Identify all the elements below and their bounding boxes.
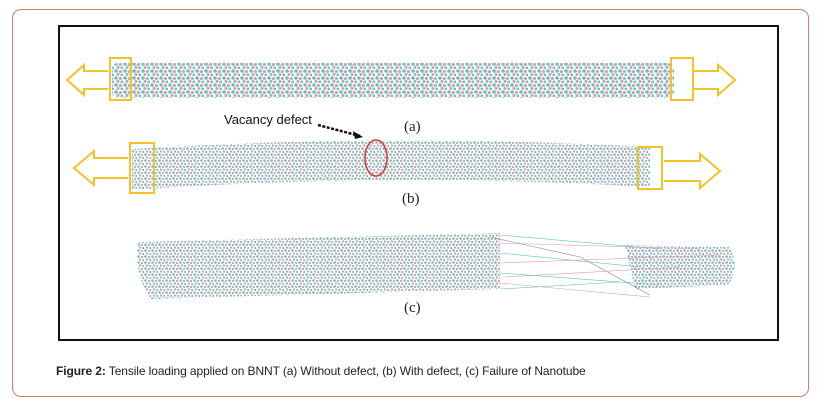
arrow-left-icon: [65, 62, 108, 98]
caption-text: Tensile loading applied on BNNT (a) With…: [105, 364, 586, 378]
clamp-right-a: [670, 57, 694, 101]
vacancy-defect-label: Vacancy defect: [224, 112, 312, 127]
nanotube-a: (a): [65, 57, 737, 135]
arrow-icon: [353, 131, 363, 139]
caption-prefix: Figure 2:: [56, 364, 106, 378]
clamp-left-b: [129, 142, 155, 194]
figure-caption: Figure 2: Tensile loading applied on BNN…: [56, 364, 586, 378]
label-b: (b): [402, 191, 420, 207]
arrow-right-icon: [664, 151, 722, 191]
vacancy-defect-marker: [364, 139, 388, 177]
arrow-right-icon: [694, 62, 737, 98]
nanotube-c: (c): [137, 233, 735, 316]
arrow-left-icon: [72, 148, 128, 188]
figure-image: (a) Vacancy defect (b): [58, 25, 779, 341]
clamp-left-a: [109, 57, 132, 101]
figure-card: [12, 9, 809, 397]
label-c: (c): [404, 300, 421, 316]
label-a: (a): [404, 119, 421, 135]
broken-bonds: [489, 234, 721, 298]
nanotube-b: Vacancy defect (b): [72, 112, 722, 207]
clamp-right-b: [637, 146, 663, 190]
